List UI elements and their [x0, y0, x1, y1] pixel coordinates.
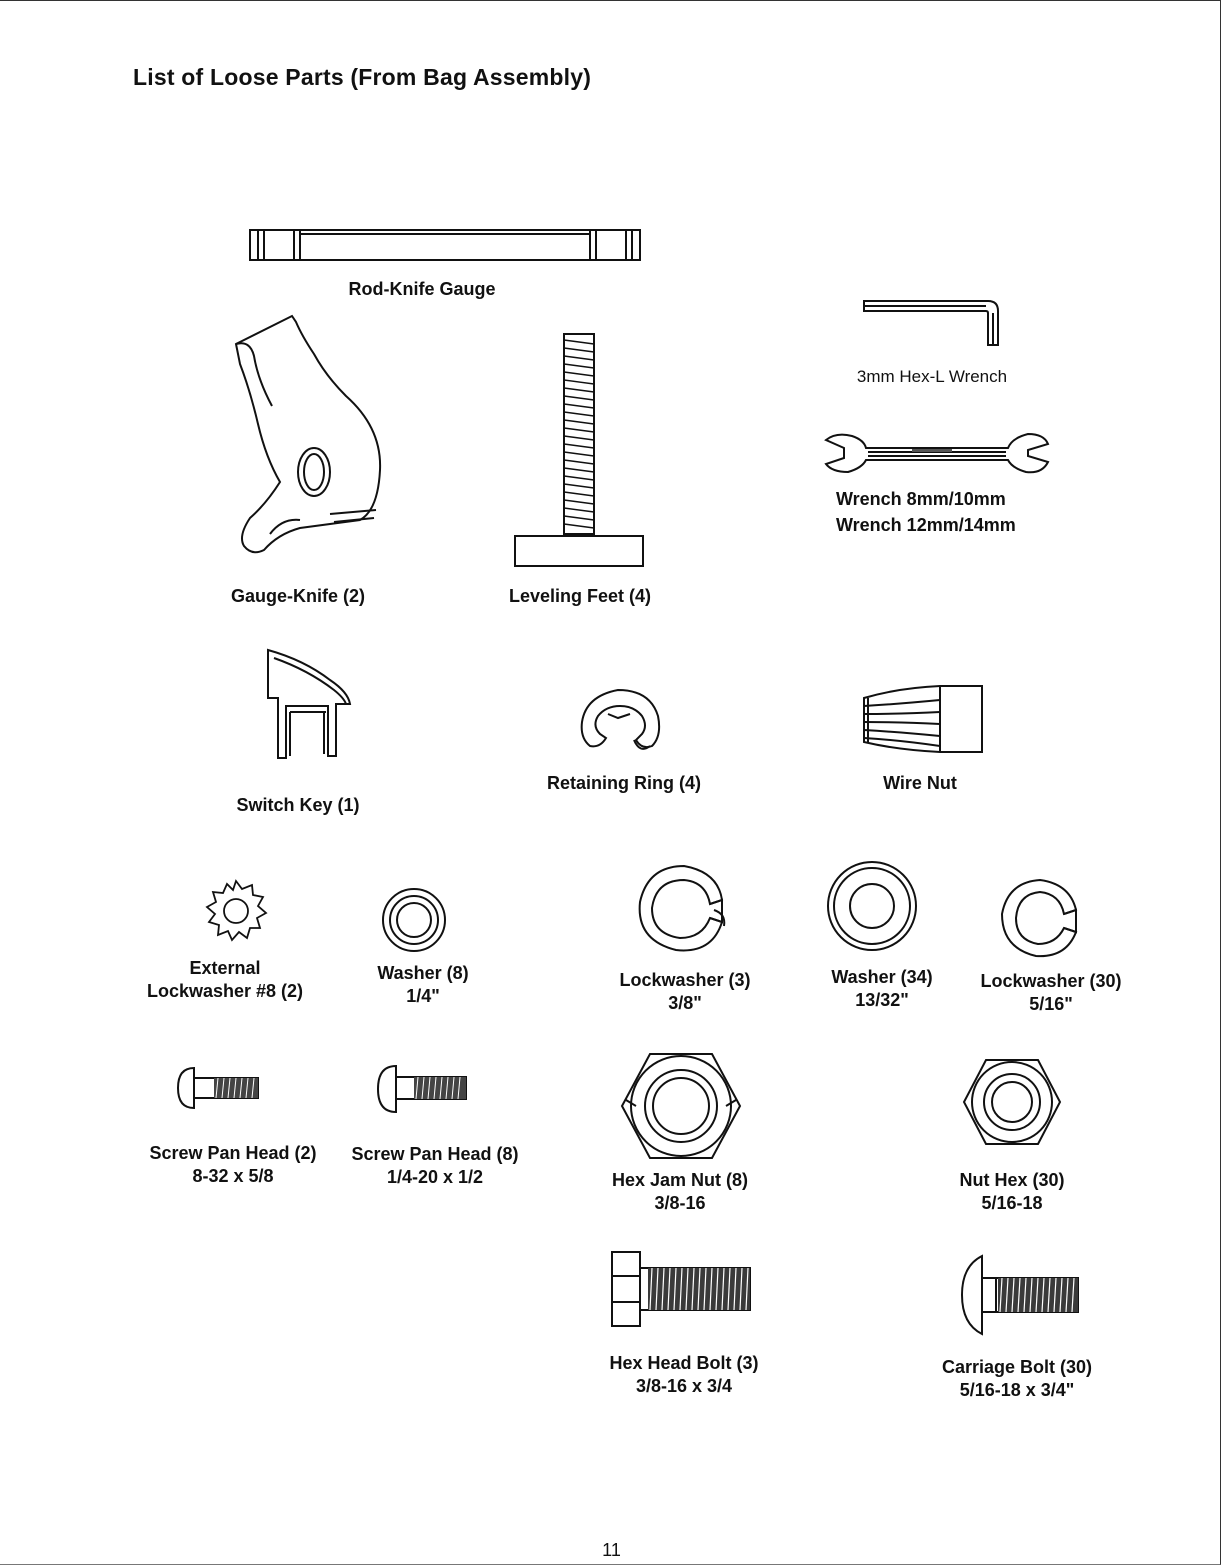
hex-l-wrench-label: 3mm Hex-L Wrench	[856, 367, 1008, 386]
washer-1-4-label: Washer (8) 1/4"	[377, 963, 469, 1006]
wire-nut-icon	[858, 684, 986, 756]
hex-jam-nut-label: Hex Jam Nut (8) 3/8-16	[611, 1170, 749, 1213]
gauge-knife-icon	[230, 314, 390, 556]
page-number: 11	[602, 1540, 621, 1560]
lockwasher-icon	[634, 862, 730, 956]
washer-icon	[380, 886, 448, 954]
rod-icon	[248, 226, 643, 264]
screw-pan-head-2-label: Screw Pan Head (2) 8-32 x 5/8	[149, 1143, 317, 1186]
pan-head-screw-icon	[174, 1064, 264, 1112]
wire-nut-label: Wire Nut	[883, 773, 957, 793]
retaining-ring-icon	[578, 686, 662, 756]
open-end-wrench-icon	[822, 430, 1050, 476]
external-lockwasher-label: External Lockwasher #8 (2)	[146, 958, 304, 1001]
retaining-ring-label: Retaining Ring (4)	[547, 773, 701, 793]
leveling-foot-icon	[512, 330, 647, 570]
lockwasher-5-16-label: Lockwasher (30) 5/16"	[980, 971, 1122, 1014]
hex-l-wrench-icon	[862, 297, 1002, 349]
hex-nut-icon	[618, 1050, 744, 1162]
switch-key-icon	[264, 646, 356, 764]
carriage-bolt-icon	[958, 1252, 1082, 1338]
switch-key-label: Switch Key (1)	[236, 795, 360, 815]
washer-13-32-label: Washer (34) 13/32"	[831, 967, 933, 1010]
leveling-feet-label: Leveling Feet (4)	[508, 586, 652, 606]
screw-pan-head-8-label: Screw Pan Head (8) 1/4-20 x 1/2	[351, 1144, 519, 1187]
hex-head-bolt-icon	[608, 1248, 754, 1330]
page-title: List of Loose Parts (From Bag Assembly)	[133, 64, 592, 90]
hex-head-bolt-label: Hex Head Bolt (3) 3/8-16 x 3/4	[609, 1353, 759, 1396]
carriage-bolt-label: Carriage Bolt (30) 5/16-18 x 3/4"	[941, 1357, 1093, 1400]
nut-hex-label: Nut Hex (30) 5/16-18	[959, 1170, 1065, 1213]
external-lockwasher-icon	[202, 878, 270, 944]
hex-nut-icon	[960, 1056, 1064, 1148]
washer-icon	[824, 858, 920, 954]
gauge-knife-label: Gauge-Knife (2)	[230, 586, 365, 606]
rod-knife-gauge-label: Rod-Knife Gauge	[348, 279, 496, 299]
lockwasher-3-8-label: Lockwasher (3) 3/8"	[619, 970, 751, 1013]
pan-head-screw-icon	[374, 1062, 472, 1116]
open-end-wrench-label: Wrench 8mm/10mm Wrench 12mm/14mm	[836, 489, 1016, 535]
lockwasher-icon	[998, 876, 1084, 960]
